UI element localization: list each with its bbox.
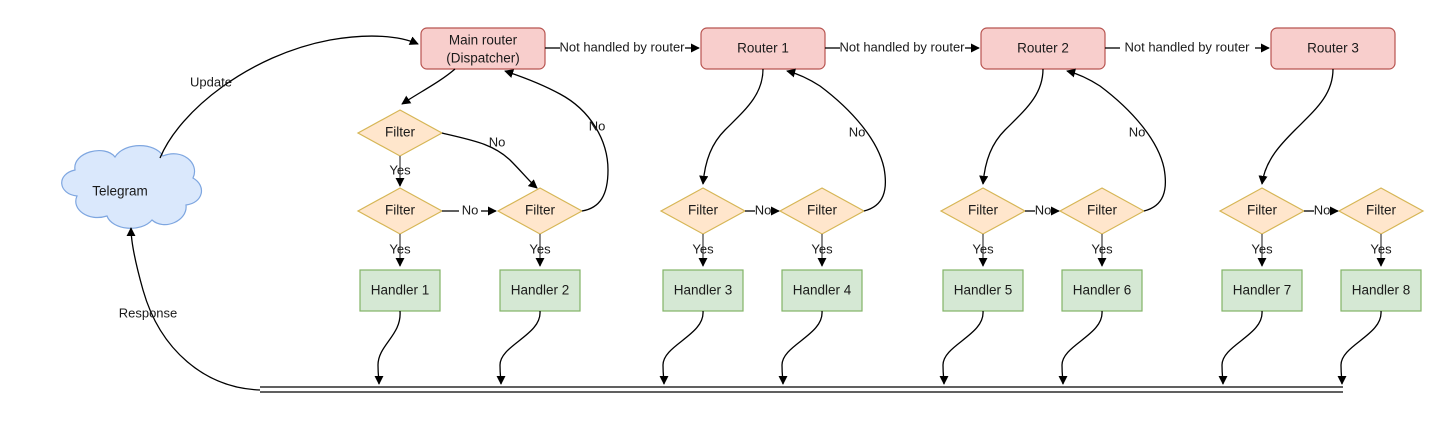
router-2[interactable]: Router 2 xyxy=(980,27,1106,70)
filter-8[interactable]: Filter xyxy=(1337,187,1425,235)
handler-7-label: Handler 7 xyxy=(1233,283,1292,298)
edge-label-yes-5: Yes xyxy=(972,241,994,256)
edge-response: Response xyxy=(119,227,261,391)
edge-h2-to-bus xyxy=(496,310,541,385)
edge-label-response: Response xyxy=(119,305,178,320)
edge-label-yes-7: Yes xyxy=(1251,241,1273,256)
edge-label-update: Update xyxy=(190,74,232,89)
handler-8[interactable]: Handler 8 xyxy=(1340,269,1422,312)
filter-0-label: Filter xyxy=(385,125,416,140)
edge-h6-to-bus xyxy=(1058,310,1103,385)
edge-label-no-f7: No xyxy=(1314,202,1331,217)
filter-5[interactable]: Filter xyxy=(939,187,1027,235)
filter-6-label: Filter xyxy=(1087,203,1118,218)
edge-label-yes-2: Yes xyxy=(529,241,551,256)
handler-1[interactable]: Handler 1 xyxy=(359,269,441,312)
router-1[interactable]: Router 1 xyxy=(700,27,826,70)
router-3-label: Router 3 xyxy=(1307,41,1359,56)
filter-7[interactable]: Filter xyxy=(1218,187,1306,235)
edge-r2-to-filter5 xyxy=(979,68,1044,185)
edge-label-no-back-g3: No xyxy=(1129,124,1146,139)
handler-5-box xyxy=(942,269,1024,312)
edge-label-no-f3: No xyxy=(755,202,772,217)
router-main[interactable]: Main router (Dispatcher) xyxy=(420,27,546,70)
telegram-cloud[interactable]: Telegram xyxy=(61,145,203,229)
router-chain-edges: Not handled by router Not handled by rou… xyxy=(545,39,1270,54)
edge-label-yes-f0: Yes xyxy=(389,162,411,177)
edge-main-to-filter0 xyxy=(401,68,456,105)
handler-5-label: Handler 5 xyxy=(954,283,1013,298)
edge-r1-to-filter3 xyxy=(699,68,764,185)
filter-4-label: Filter xyxy=(807,203,838,218)
edge-label-yes-3: Yes xyxy=(692,241,714,256)
filter-3-label: Filter xyxy=(688,203,719,218)
response-bus xyxy=(260,386,1343,393)
edge-h7-to-bus xyxy=(1218,310,1263,385)
edge-label-yes-6: Yes xyxy=(1091,241,1113,256)
filter-4[interactable]: Filter xyxy=(778,187,866,235)
edge-h8-to-bus xyxy=(1337,310,1382,385)
router-main-label-line2: (Dispatcher) xyxy=(446,51,520,66)
handler-2[interactable]: Handler 2 xyxy=(499,269,581,312)
edge-label-no-f1: No xyxy=(462,202,479,217)
handler-6-box xyxy=(1061,269,1143,312)
edge-f2-no-back-to-main xyxy=(504,69,609,212)
filter-5-label: Filter xyxy=(968,203,999,218)
edge-update-path xyxy=(159,35,419,159)
handler-4-label: Handler 4 xyxy=(793,283,852,298)
filter-7-label: Filter xyxy=(1247,203,1278,218)
edge-r3-to-filter7 xyxy=(1258,68,1334,185)
handler-8-label: Handler 8 xyxy=(1352,283,1411,298)
handler-3[interactable]: Handler 3 xyxy=(662,269,744,312)
edge-label-yes-4: Yes xyxy=(811,241,833,256)
edge-filter0-no xyxy=(441,132,538,189)
handler-5[interactable]: Handler 5 xyxy=(942,269,1024,312)
edge-label-no-f0: No xyxy=(489,134,506,149)
cloud-label: Telegram xyxy=(92,184,148,199)
edge-label-yes-1: Yes xyxy=(389,241,411,256)
handler-2-label: Handler 2 xyxy=(511,283,570,298)
handler-4[interactable]: Handler 4 xyxy=(781,269,863,312)
router-3[interactable]: Router 3 xyxy=(1270,27,1396,70)
edge-label-not-handled-1: Not handled by router xyxy=(559,39,685,54)
edge-label-not-handled-2: Not handled by router xyxy=(839,39,965,54)
edge-h4-to-bus xyxy=(778,310,823,385)
filter-6[interactable]: Filter xyxy=(1058,187,1146,235)
edge-label-not-handled-3: Not handled by router xyxy=(1124,39,1250,54)
filter-1-label: Filter xyxy=(385,203,416,218)
router-2-label: Router 2 xyxy=(1017,41,1069,56)
handler-6[interactable]: Handler 6 xyxy=(1061,269,1143,312)
edge-label-no-back-g1: No xyxy=(589,118,606,133)
filter-2-label: Filter xyxy=(525,203,556,218)
handler-3-box xyxy=(662,269,744,312)
handler-to-bus-edges xyxy=(374,310,1382,385)
handler-8-box xyxy=(1340,269,1422,312)
edge-label-yes-8: Yes xyxy=(1370,241,1392,256)
edge-h3-to-bus xyxy=(659,310,704,385)
edge-label-no-f5: No xyxy=(1035,202,1052,217)
handler-6-label: Handler 6 xyxy=(1073,283,1132,298)
filter-3[interactable]: Filter xyxy=(659,187,747,235)
handler-1-label: Handler 1 xyxy=(371,283,430,298)
edge-label-no-back-g2: No xyxy=(849,124,866,139)
handler-7[interactable]: Handler 7 xyxy=(1221,269,1303,312)
cloud-shape xyxy=(61,145,203,229)
handler-1-box xyxy=(359,269,441,312)
edge-response-path xyxy=(126,227,261,391)
handler-3-label: Handler 3 xyxy=(674,283,733,298)
edge-f6-no-back-to-r2 xyxy=(1066,68,1167,212)
filter-1[interactable]: Filter xyxy=(356,187,444,235)
edge-h5-to-bus xyxy=(939,310,984,385)
router-main-label-line1: Main router xyxy=(449,33,518,48)
handler-7-box xyxy=(1221,269,1303,312)
edge-update: Update xyxy=(159,35,419,159)
filter-2[interactable]: Filter xyxy=(496,187,584,235)
filter-8-label: Filter xyxy=(1366,203,1397,218)
edge-f4-no-back-to-r1 xyxy=(786,68,887,212)
filter-0[interactable]: Filter xyxy=(356,109,444,157)
edge-h1-to-bus xyxy=(374,310,401,385)
router-1-label: Router 1 xyxy=(737,41,789,56)
